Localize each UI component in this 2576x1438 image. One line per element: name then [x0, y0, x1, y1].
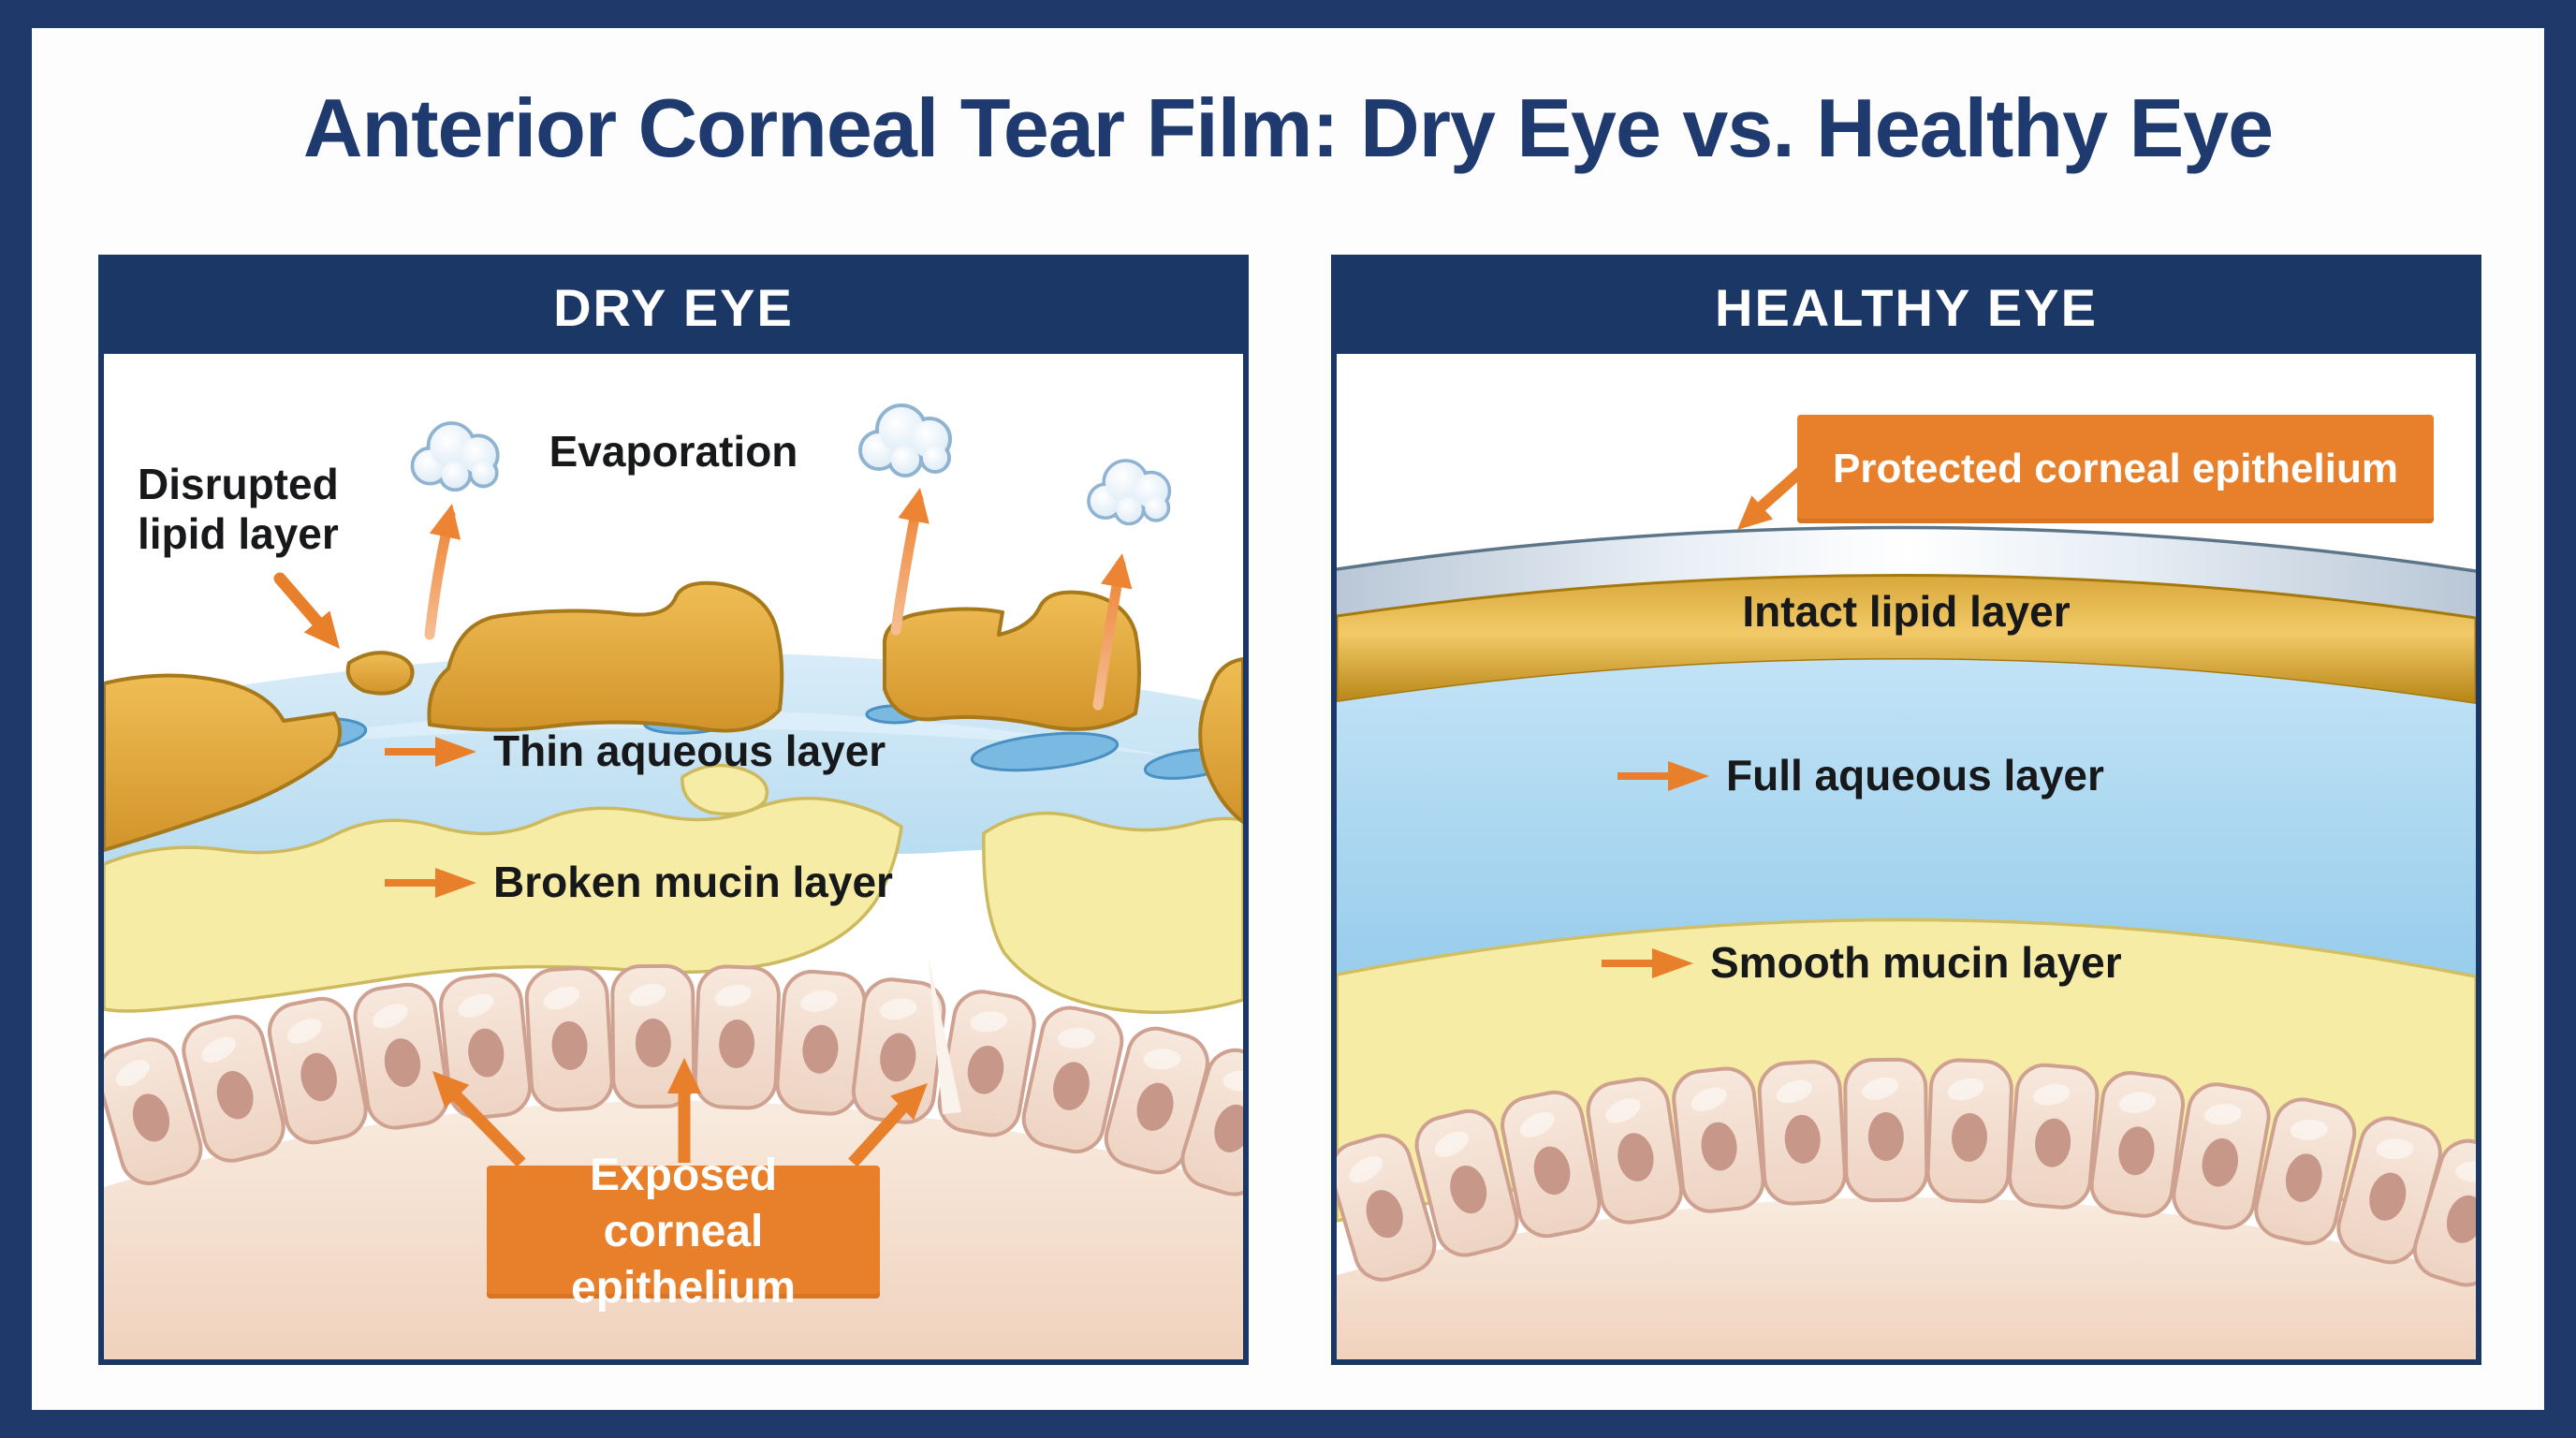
page-title: Anterior Corneal Tear Film: Dry Eye vs. … — [302, 81, 2274, 174]
panel-dry-eye: DRY EYE — [98, 255, 1249, 1365]
arrow-right-icon — [385, 867, 476, 898]
broken-mucin-layer — [104, 763, 1243, 1015]
label-broken-mucin-layer: Broken mucin layer — [385, 858, 893, 907]
panel-healthy-eye: HEALTHY EYE — [1331, 255, 2481, 1365]
panel-dry-header: DRY EYE — [104, 260, 1243, 354]
disrupted-lipid-layer — [104, 580, 1243, 852]
label-thin-aqueous-layer: Thin aqueous layer — [385, 726, 886, 776]
label-full-aqueous-layer: Full aqueous layer — [1617, 751, 2104, 800]
callout-exposed-corneal-epithelium: Exposed corneal epithelium — [487, 1151, 880, 1313]
label-thin-aqueous-text: Thin aqueous layer — [493, 726, 886, 775]
label-smooth-mucin-layer: Smooth mucin layer — [1602, 938, 2122, 988]
arrow-right-icon — [385, 736, 476, 767]
full-aqueous-layer — [1337, 659, 2476, 976]
arrow-right-icon — [1602, 947, 1693, 978]
disrupted-lipid-pointer-arrow — [273, 572, 340, 649]
callout-protected-corneal-epithelium: Protected corneal epithelium — [1797, 415, 2434, 523]
arrow-right-icon — [1617, 760, 1709, 791]
label-evaporation: Evaporation — [549, 427, 798, 476]
panel-dry-title: DRY EYE — [553, 277, 794, 337]
intact-lipid-layer — [1337, 574, 2476, 706]
corneal-tissue — [1337, 1197, 2476, 1359]
label-broken-mucin-text: Broken mucin layer — [493, 858, 893, 906]
label-disrupted-lipid-layer: Disrupted lipid layer — [138, 460, 339, 559]
evaporation-arrows — [424, 488, 1133, 711]
exposed-epithelium-arrows — [432, 1058, 928, 1167]
label-smooth-mucin-text: Smooth mucin layer — [1710, 938, 2122, 987]
dry-eye-illustration — [104, 354, 1243, 1359]
label-intact-lipid-layer: Intact lipid layer — [1742, 587, 2071, 636]
label-full-aqueous-text: Full aqueous layer — [1726, 751, 2104, 800]
dry-eye-content: Disrupted lipid layer Evaporation Thin a… — [104, 354, 1243, 1359]
panel-healthy-header: HEALTHY EYE — [1337, 260, 2476, 354]
panel-healthy-title: HEALTHY EYE — [1715, 277, 2098, 337]
protected-epithelium-pointer-arrow — [1737, 462, 1810, 530]
healthy-eye-content: Protected corneal epithelium Intact lipi… — [1337, 354, 2476, 1359]
epithelium-crack — [928, 953, 961, 1114]
